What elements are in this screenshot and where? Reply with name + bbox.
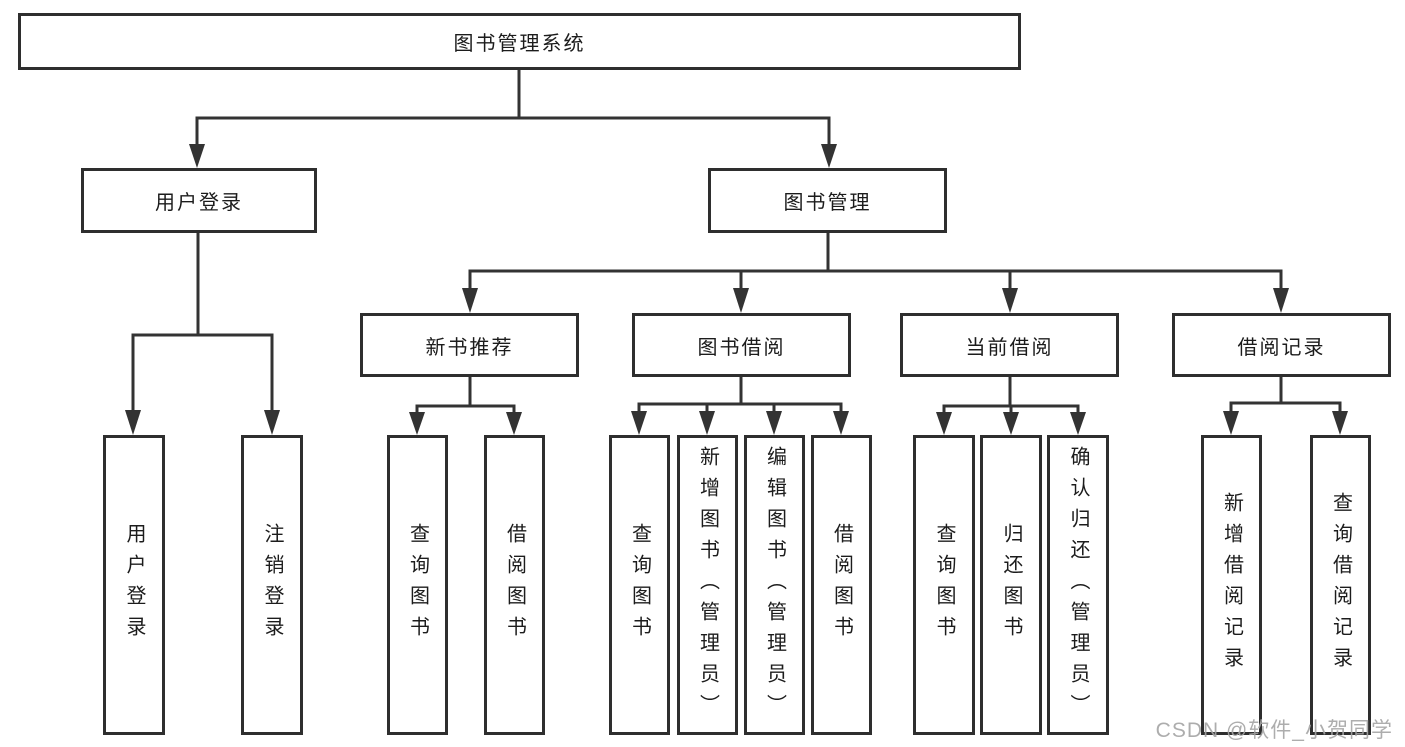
leaf-return-book: 归还图书 [980,435,1042,735]
leaf-return-book-label: 归还图书 [1000,523,1022,647]
leaf-borrow-book-recommend-label: 借阅图书 [503,523,526,647]
connector-current-borrow-to-leaves [936,375,1086,435]
leaf-edit-book-admin-label: 编辑图书（管理员） [763,445,786,725]
leaf-borrow-book-recommend: 借阅图书 [484,435,545,735]
watermark-text: CSDN @软件_小贺同学 [1155,719,1393,742]
node-current-borrow: 当前借阅 [900,313,1119,377]
node-book-borrow-label: 图书借阅 [697,336,786,359]
node-new-book-recommend: 新书推荐 [360,313,579,377]
node-user-login: 用户登录 [81,168,317,233]
node-current-borrow-label: 当前借阅 [965,336,1054,359]
node-user-login-label: 用户登录 [155,192,243,214]
leaf-edit-book-admin: 编辑图书（管理员） [744,435,805,735]
leaf-logout-label: 注销登录 [261,523,283,647]
connector-borrow-records-to-leaves [1223,375,1348,435]
leaf-borrow-book: 借阅图书 [811,435,872,735]
connector-user-login-to-leaves [125,231,280,435]
leaf-query-book-current-label: 查询图书 [933,523,955,647]
leaf-add-borrow-record-label: 新增借阅记录 [1220,492,1243,678]
leaf-confirm-return-admin: 确认归还（管理员） [1047,435,1109,735]
leaf-query-book-recommend: 查询图书 [387,435,448,735]
leaf-query-borrow-record: 查询借阅记录 [1310,435,1371,735]
node-book-management: 图书管理 [708,168,947,233]
leaf-confirm-return-admin-label: 确认归还（管理员） [1067,445,1089,725]
node-borrow-records-label: 借阅记录 [1237,336,1326,359]
connector-book-borrow-to-leaves [631,375,849,435]
leaf-query-book-recommend-label: 查询图书 [406,523,429,647]
connector-root-to-level2 [189,68,837,168]
connector-new-book-to-leaves [409,375,522,435]
connector-book-mgmt-to-level3 [462,231,1289,313]
leaf-query-borrow-record-label: 查询借阅记录 [1329,492,1352,678]
leaf-query-book-borrow-label: 查询图书 [628,523,651,647]
leaf-borrow-book-label: 借阅图书 [830,523,853,647]
leaf-logout: 注销登录 [241,435,303,735]
node-new-book-recommend-label: 新书推荐 [425,336,514,359]
node-root-label: 图书管理系统 [453,33,586,55]
leaf-user-login-label: 用户登录 [123,523,145,647]
leaf-add-book-admin-label: 新增图书（管理员） [696,445,719,725]
leaf-query-book-current: 查询图书 [913,435,975,735]
leaf-add-borrow-record: 新增借阅记录 [1201,435,1262,735]
node-book-borrow: 图书借阅 [632,313,851,377]
node-borrow-records: 借阅记录 [1172,313,1391,377]
node-book-management-label: 图书管理 [783,192,872,214]
node-root: 图书管理系统 [18,13,1021,70]
leaf-add-book-admin: 新增图书（管理员） [677,435,738,735]
leaf-user-login: 用户登录 [103,435,165,735]
leaf-query-book-borrow: 查询图书 [609,435,670,735]
